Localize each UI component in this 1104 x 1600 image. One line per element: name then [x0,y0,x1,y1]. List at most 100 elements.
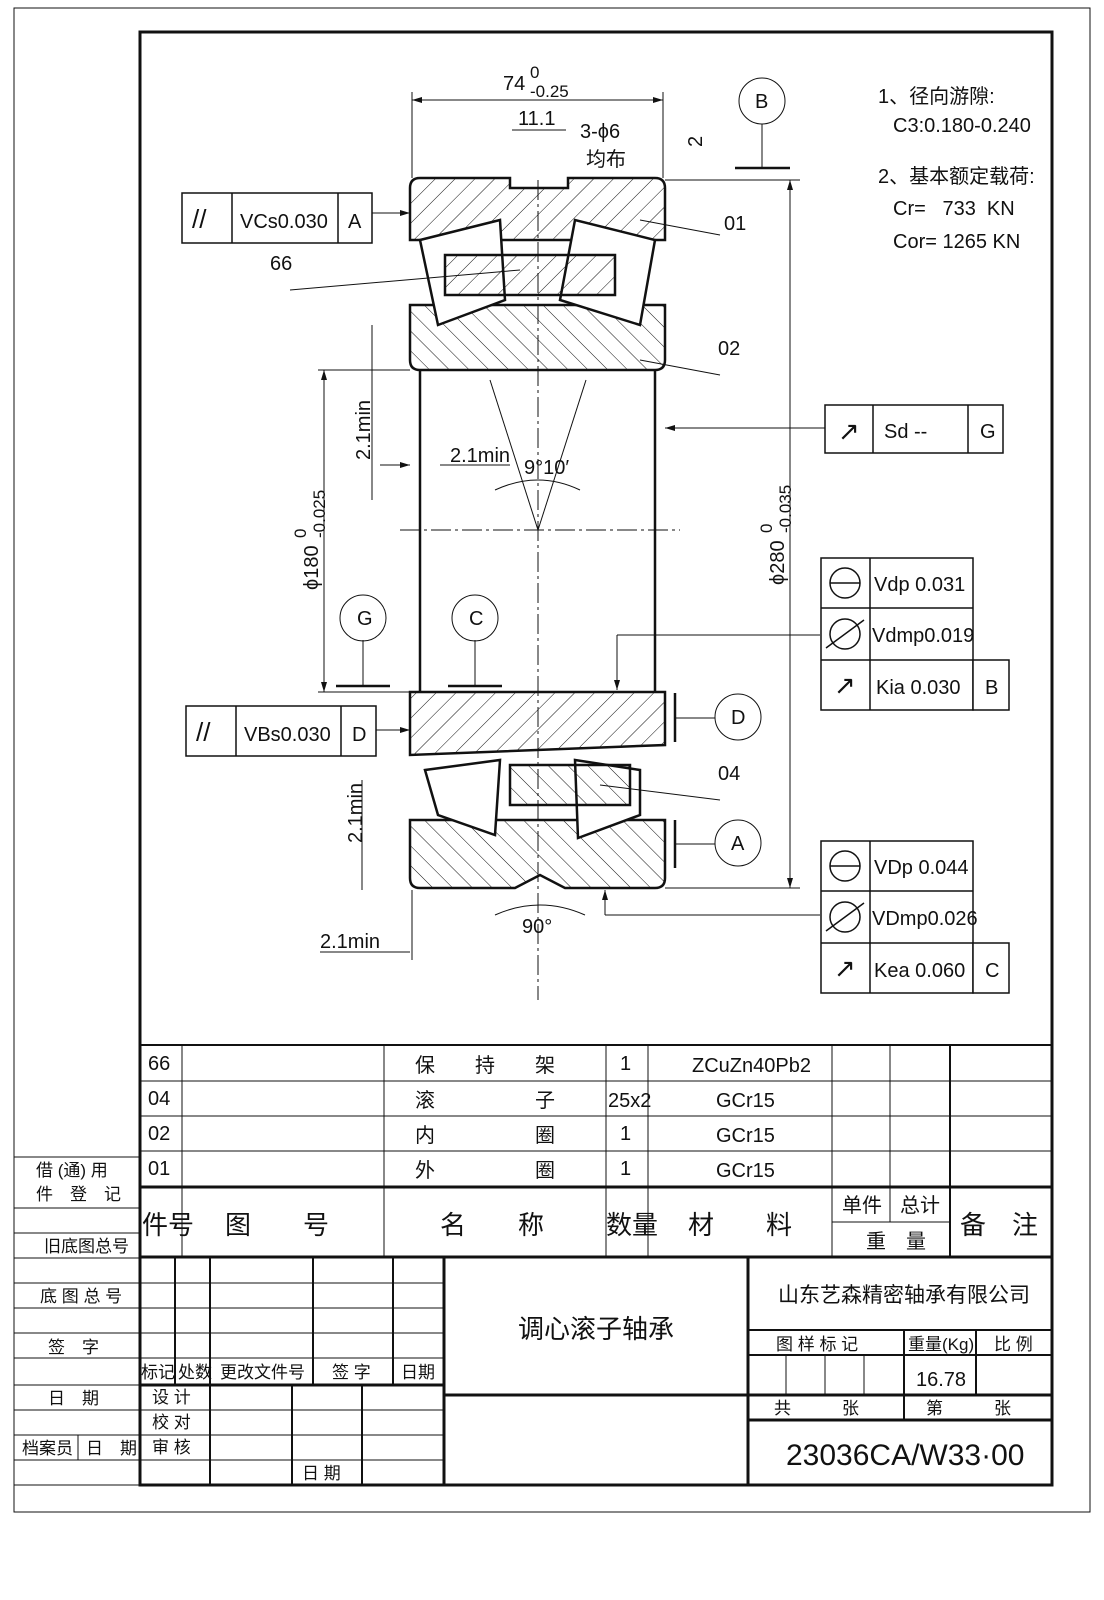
dimension-lines [289,77,825,1000]
register-date: 日 期 [48,1389,99,1408]
sd-datum: G [980,421,996,443]
label-66: 66 [270,253,292,275]
tb-review: 审 核 [152,1438,191,1457]
vdp-value: Vdp 0.031 [874,574,965,596]
part-material: ZCuZn40Pb2 [692,1055,811,1077]
note-1-value: C3:0.180-0.240 [893,115,1031,137]
tb-change-doc: 更改文件号 [220,1363,305,1382]
part-material: GCr15 [716,1125,775,1147]
register-sign: 签 字 [48,1338,99,1357]
company-name: 山东艺森精密轴承有限公司 [778,1284,1030,1307]
header-qty: 数量 [606,1210,658,1240]
vcs-value: VCs0.030 [240,211,328,233]
header-weight: 重 量 [866,1230,926,1253]
note-1-title: 1、径向游隙: [878,85,995,108]
kia-datum: B [985,677,998,699]
runout-symbol: ↗ [834,953,856,983]
part-no: 02 [148,1123,170,1145]
runout-symbol: ↗ [838,416,860,446]
drawing-number: 23036CA/W33·00 [786,1439,1024,1472]
title-block-grid [14,1044,1052,1486]
part-name: 保 持 架 [415,1054,555,1077]
chamfer-dim-1: 2.1min [450,445,510,467]
tb-check: 校 对 [152,1413,191,1432]
part-name: 滚 子 [415,1089,555,1112]
header-name: 名 称 [440,1210,544,1240]
tb-weight-label: 重量(Kg) [908,1335,974,1354]
header-total-weight: 总计 [900,1194,940,1217]
od-tol-lower: -0.035 [776,485,795,533]
vdp-outer-value: VDp 0.044 [874,857,969,879]
part-qty: 1 [620,1053,631,1075]
width-tol-upper: 0 [530,63,539,82]
parallelism-symbol: // [192,204,207,234]
tb-sample-mark: 图 样 标 记 [776,1335,858,1354]
vbs-value: VBs0.030 [244,724,331,746]
groove-depth: 2 [685,136,707,147]
vdmp-outer-value: VDmp0.026 [872,908,978,930]
runout-symbol: ↗ [834,670,856,700]
part-qty: 25x2 [608,1090,651,1112]
tb-scale-label: 比 例 [994,1335,1033,1354]
parallelism-symbol: // [196,717,211,747]
weight-value: 16.78 [916,1369,966,1391]
part-qty: 1 [620,1158,631,1180]
label-04: 04 [718,763,740,785]
datum-g: G [357,608,373,630]
roundness-symbols [825,582,865,932]
header-part-no: 件号 [142,1210,194,1240]
tb-sheet-no: 第 张 [926,1399,1011,1418]
register-borrow: 借 (通) 用 [36,1161,108,1180]
label-01: 01 [724,213,746,235]
register-borrow-2: 件 登 记 [36,1185,121,1204]
datum-d: D [731,707,745,729]
tb-count: 处数 [178,1363,212,1382]
product-name: 调心滚子轴承 [518,1314,674,1344]
tb-date-2: 日 期 [302,1464,341,1483]
chamfer-dim-4: 2.1min [320,931,380,953]
tb-date: 日期 [401,1363,435,1382]
holes-note: 均布 [586,148,626,171]
od-dim: ϕ280 [767,540,789,585]
datum-c: C [469,608,483,630]
part-name: 外 圈 [415,1159,555,1182]
kia-value: Kia 0.030 [876,677,961,699]
note-cr: Cr= 733 KN [893,198,1015,220]
tb-mark: 标记 [141,1363,175,1382]
width-dim: 74 [503,73,525,95]
groove-angle: 90° [522,916,552,938]
tb-design: 设 计 [152,1388,191,1407]
register-archivist-date: 日 期 [86,1439,137,1458]
part-material: GCr15 [716,1160,775,1182]
label-02: 02 [718,338,740,360]
od-tol-upper: 0 [757,524,776,533]
tb-total-sheets: 共 张 [774,1399,859,1418]
vbs-datum: D [352,724,366,746]
register-old-base-no: 旧底图总号 [44,1237,129,1256]
chamfer-dim-3: 2.1min [345,783,367,843]
bore-tol-upper: 0 [291,529,310,538]
part-no: 01 [148,1158,170,1180]
register-archivist: 档案员 [22,1439,73,1458]
bore-dim: ϕ180 [301,545,323,590]
part-name: 内 圈 [415,1124,555,1147]
part-no: 66 [148,1053,170,1075]
width-tol-lower: -0.25 [530,82,569,101]
vdmp-value: Vdmp0.019 [872,625,974,647]
vcs-datum: A [348,211,362,233]
header-drawing-no: 图 号 [225,1210,329,1240]
sheet-border [13,7,1091,1513]
note-cor: Cor= 1265 KN [893,231,1020,253]
tb-sign: 签 字 [332,1363,371,1382]
header-remark: 备 注 [960,1210,1038,1240]
part-material: GCr15 [716,1090,775,1112]
drawing-frame [138,30,1054,1487]
datum-a: A [731,833,745,855]
datum-b: B [755,91,768,113]
bore-tol-lower: -0.025 [310,490,329,538]
holes-dim: 3-ϕ6 [580,121,620,143]
header-unit-weight: 单件 [842,1194,882,1217]
chamfer-dim-2: 2.1min [353,400,375,460]
kea-value: Kea 0.060 [874,960,965,982]
